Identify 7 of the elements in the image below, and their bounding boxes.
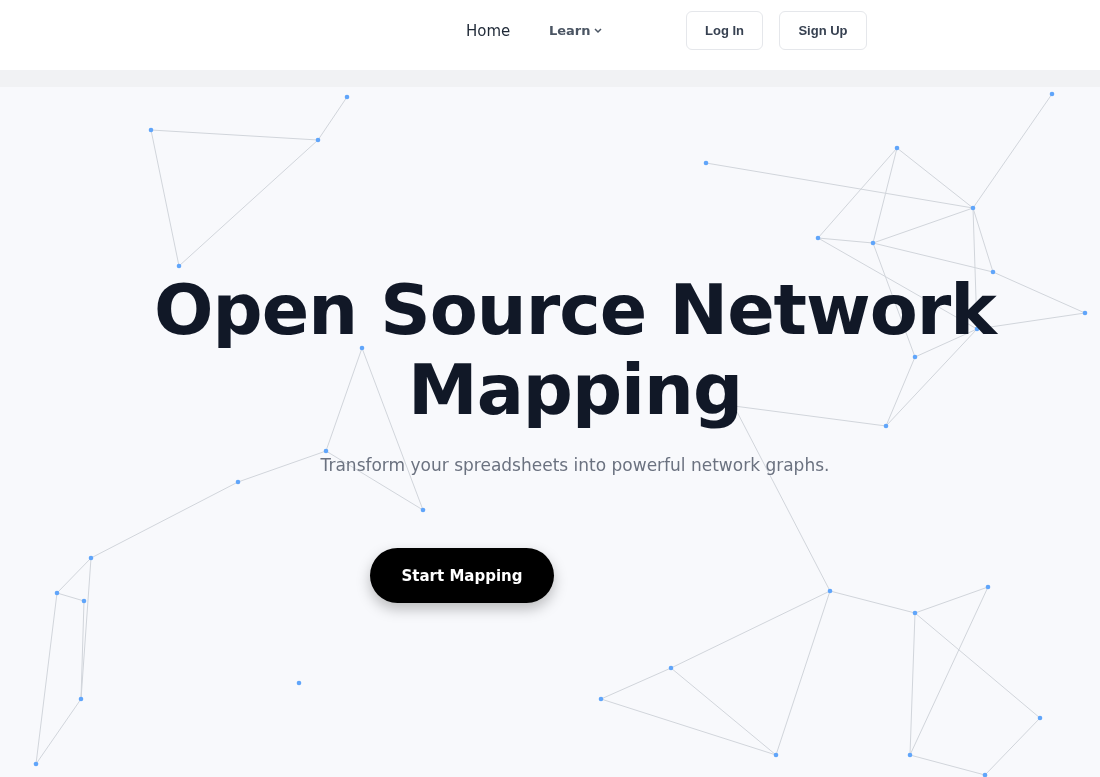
nav-link: Home: [466, 21, 511, 42]
hero-heading: Open Source Network Mapping: [153, 270, 999, 430]
signup-button: Sign Up: [779, 11, 867, 50]
hero-subtitle: Transform your spreadsheets into powerful network graphs.: [319, 454, 831, 477]
login-button: Log In: [686, 11, 763, 50]
start-mapping-button: Start Mapping: [370, 548, 554, 603]
nav-link: Learn: [549, 22, 591, 40]
